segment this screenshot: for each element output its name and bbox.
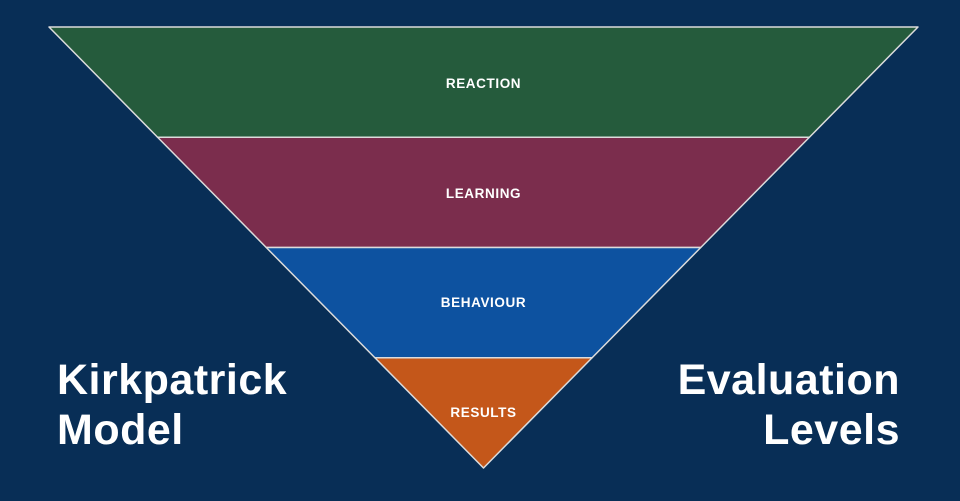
level-results-shape xyxy=(374,357,593,469)
right-title-line1: Evaluation xyxy=(677,356,900,404)
left-title-line2: Model xyxy=(57,406,184,454)
right-title: Evaluation Levels xyxy=(678,355,900,455)
right-title-line2: Levels xyxy=(763,406,900,454)
left-title: Kirkpatrick Model xyxy=(57,355,287,455)
level-reaction: REACTION xyxy=(48,26,919,138)
level-results: RESULTS xyxy=(374,357,593,469)
level-behaviour-label: BEHAVIOUR xyxy=(441,295,526,310)
level-learning: LEARNING xyxy=(156,136,811,249)
level-learning-label: LEARNING xyxy=(446,186,521,201)
left-title-line1: Kirkpatrick xyxy=(57,356,288,404)
level-results-label: RESULTS xyxy=(450,405,516,420)
level-behaviour: BEHAVIOUR xyxy=(265,246,702,359)
level-reaction-label: REACTION xyxy=(446,76,521,91)
